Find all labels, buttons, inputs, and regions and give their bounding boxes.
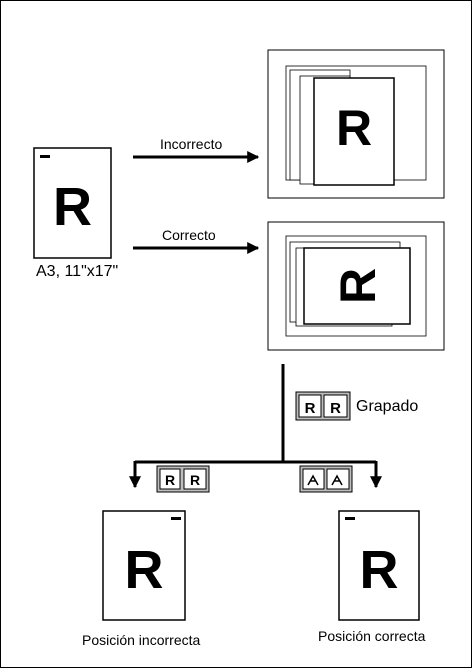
svg-text:R: R <box>190 472 200 488</box>
original-sheet-letter: R <box>53 177 92 237</box>
arrow-incorrect-label: Incorrecto <box>160 136 223 152</box>
staple-icon: R R <box>295 391 351 421</box>
svg-text:R: R <box>360 540 399 600</box>
original-sheet: R <box>33 147 112 259</box>
result-sheet-correct: R <box>338 510 420 621</box>
staple-label: Grapado <box>356 398 419 415</box>
svg-text:R: R <box>330 400 341 417</box>
result-incorrect-caption: Posición incorrecta <box>82 632 201 648</box>
tray-correct-letter: R <box>330 268 386 304</box>
paper-size-label: A3, 11"x17" <box>36 263 119 280</box>
branch-connector <box>129 364 382 489</box>
staple-position-icon-left: R R <box>156 465 210 493</box>
svg-text:R: R <box>305 400 316 417</box>
arrow-correct-label: Correcto <box>162 227 216 243</box>
result-sheet-incorrect: R <box>102 510 186 621</box>
svg-text:R: R <box>165 472 175 488</box>
svg-text:R: R <box>125 540 164 600</box>
staple-position-icon-right <box>299 465 353 493</box>
tray-incorrect-letter: R <box>336 100 372 156</box>
tray-incorrect: R <box>267 49 445 199</box>
tray-correct: R <box>267 221 445 351</box>
result-correct-caption: Posición correcta <box>318 628 426 644</box>
